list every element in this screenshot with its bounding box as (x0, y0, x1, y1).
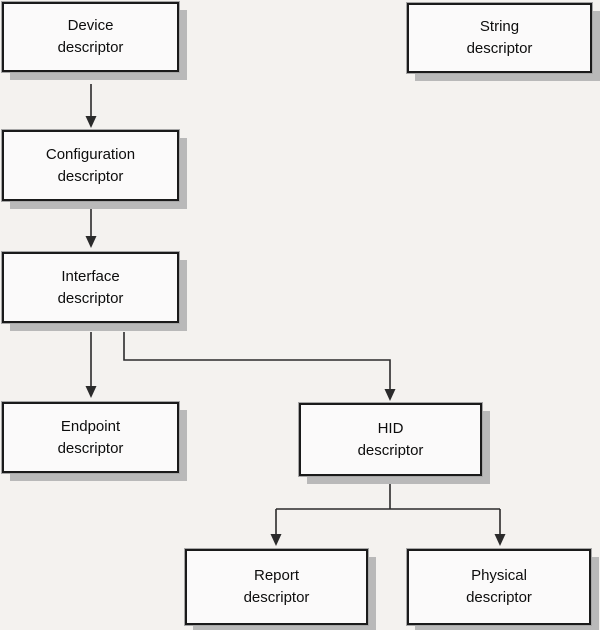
node-label: descriptor (57, 39, 124, 56)
node-label: Device (67, 17, 114, 34)
arrowhead-configuration (85, 116, 97, 128)
node-label: String (479, 18, 520, 35)
node-label: descriptor (466, 40, 533, 57)
node-report-descriptor: Report descriptor (184, 548, 369, 626)
node-configuration-descriptor: Configuration descriptor (1, 129, 180, 202)
node-label: Interface (61, 267, 120, 285)
node-label: HID (377, 419, 404, 437)
node-label: descriptor (466, 589, 532, 606)
arrowhead-physical (494, 534, 506, 546)
node-interface-descriptor: Interface descriptor (1, 251, 180, 324)
node-label: descriptor (357, 441, 424, 459)
node-label: descriptor (57, 439, 124, 457)
node-label: Physical (471, 567, 527, 584)
arrowhead-endpoint (85, 386, 97, 398)
arrowhead-hid (384, 389, 396, 401)
connector-interface-hid (123, 332, 391, 390)
node-label: descriptor (57, 289, 124, 307)
node-label: descriptor (57, 167, 124, 185)
node-endpoint-descriptor: Endpoint descriptor (1, 401, 180, 474)
arrowhead-report (270, 534, 282, 546)
node-label: Configuration (45, 145, 136, 163)
node-hid-descriptor: HID descriptor (298, 402, 483, 477)
node-device-descriptor: Device descriptor (1, 1, 180, 73)
node-label: Endpoint (60, 417, 121, 435)
node-label: Report (253, 567, 300, 584)
node-string-descriptor: String descriptor (406, 2, 593, 74)
node-label: descriptor (243, 589, 310, 606)
arrowhead-interface (85, 236, 97, 248)
node-physical-descriptor: Physical descriptor (406, 548, 592, 626)
